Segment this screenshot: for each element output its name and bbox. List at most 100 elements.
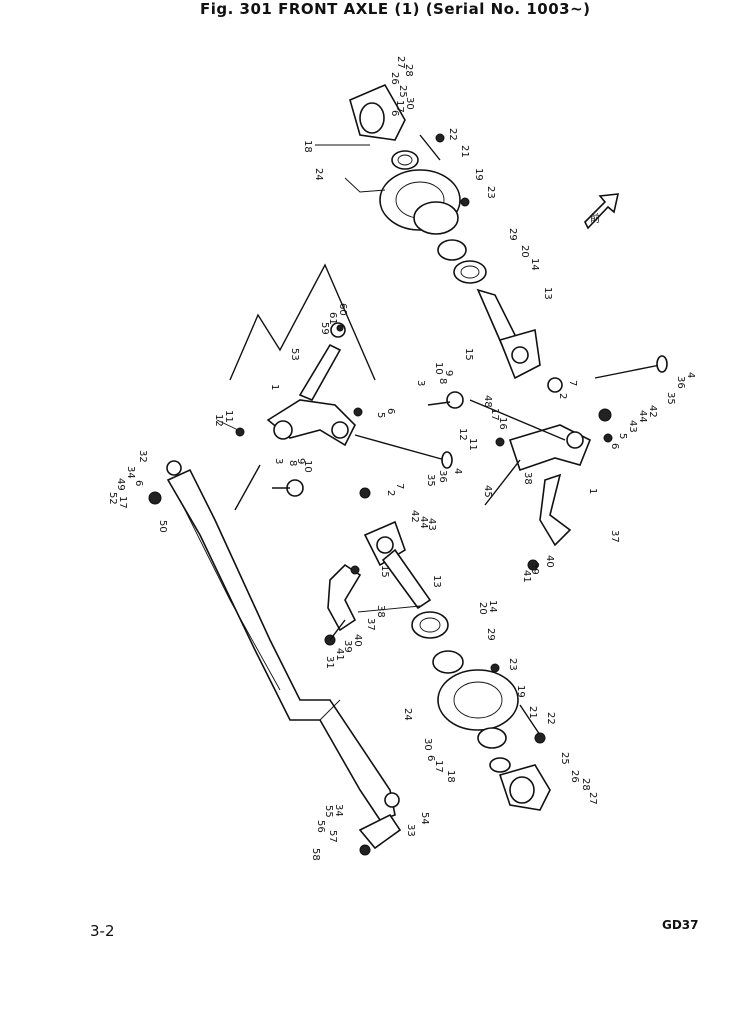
svg-text:28: 28	[403, 64, 414, 77]
svg-text:24: 24	[402, 708, 413, 721]
svg-text:8: 8	[287, 460, 298, 466]
rh-hub-assembly	[349, 83, 541, 380]
lh-hub-assembly	[411, 611, 551, 811]
svg-text:19: 19	[515, 685, 526, 698]
svg-text:60: 60	[337, 303, 348, 316]
svg-text:44: 44	[637, 410, 648, 423]
svg-text:45: 45	[482, 485, 493, 498]
svg-text:20: 20	[477, 602, 488, 615]
svg-text:53: 53	[289, 348, 300, 361]
svg-text:21: 21	[527, 706, 538, 719]
svg-text:42: 42	[409, 510, 420, 523]
svg-text:32: 32	[137, 450, 148, 463]
svg-text:50: 50	[157, 520, 168, 533]
svg-text:3: 3	[415, 380, 426, 386]
svg-text:27: 27	[395, 56, 406, 69]
svg-text:22: 22	[447, 128, 458, 141]
svg-text:7: 7	[567, 380, 578, 386]
svg-text:14: 14	[529, 258, 540, 271]
svg-text:13: 13	[431, 575, 442, 588]
svg-text:27: 27	[587, 792, 598, 805]
svg-text:14: 14	[487, 600, 498, 613]
svg-text:44: 44	[418, 516, 429, 529]
svg-text:40: 40	[544, 555, 555, 568]
svg-text:41: 41	[521, 570, 532, 583]
svg-text:52: 52	[107, 492, 118, 505]
upper-kingpin-bracket	[229, 263, 376, 511]
svg-text:33: 33	[405, 824, 416, 837]
svg-text:28: 28	[580, 778, 591, 791]
svg-text:23: 23	[507, 658, 518, 671]
svg-text:19: 19	[473, 168, 484, 181]
svg-text:4: 4	[685, 372, 696, 378]
svg-text:11: 11	[223, 410, 234, 423]
svg-text:11: 11	[467, 438, 478, 451]
svg-text:54: 54	[419, 812, 430, 825]
svg-text:2: 2	[385, 490, 396, 496]
svg-text:34: 34	[125, 466, 136, 479]
svg-text:1: 1	[269, 384, 280, 390]
svg-text:5: 5	[375, 412, 386, 418]
svg-text:25: 25	[559, 752, 570, 765]
svg-text:17: 17	[394, 100, 405, 113]
page-number: 3-2	[90, 922, 115, 940]
svg-text:15: 15	[463, 348, 474, 361]
svg-text:57: 57	[327, 830, 338, 843]
svg-text:2: 2	[557, 393, 568, 399]
drawing-code: GD37	[662, 918, 699, 932]
figure-title: Fig. 301 FRONT AXLE (1) (Serial No. 1003…	[200, 0, 591, 18]
svg-text:30: 30	[422, 738, 433, 751]
svg-text:6: 6	[389, 110, 400, 116]
svg-text:48: 48	[482, 395, 493, 408]
svg-text:17: 17	[433, 760, 444, 773]
svg-text:3: 3	[273, 458, 284, 464]
svg-text:4: 4	[452, 468, 463, 474]
svg-text:13: 13	[542, 287, 553, 300]
callout-labels: 27 28 26 25 30 17 6 22 21 18 19 24 23 29…	[107, 56, 696, 861]
svg-text:29: 29	[507, 228, 518, 241]
svg-text:12: 12	[213, 414, 224, 427]
svg-text:7: 7	[394, 483, 405, 489]
svg-text:24: 24	[313, 168, 324, 181]
steering-arms	[235, 355, 668, 571]
svg-text:15: 15	[379, 565, 390, 578]
tie-rod-end-upper	[298, 322, 346, 402]
svg-text:25: 25	[397, 85, 408, 98]
svg-text:49: 49	[115, 478, 126, 491]
svg-text:23: 23	[485, 186, 496, 199]
svg-text:37: 37	[365, 618, 376, 631]
svg-text:55: 55	[323, 805, 334, 818]
svg-text:9: 9	[295, 458, 306, 464]
lh-knuckle-assembly	[324, 520, 432, 646]
svg-text:17: 17	[117, 496, 128, 509]
svg-text:16: 16	[497, 417, 508, 430]
svg-text:26: 26	[389, 72, 400, 85]
svg-text:5: 5	[617, 433, 628, 439]
svg-text:38: 38	[522, 472, 533, 485]
svg-text:1: 1	[587, 488, 598, 494]
svg-text:36: 36	[437, 470, 448, 483]
svg-text:30: 30	[404, 97, 415, 110]
svg-text:22: 22	[545, 712, 556, 725]
svg-text:43: 43	[426, 518, 437, 531]
svg-text:26: 26	[569, 770, 580, 783]
svg-text:10: 10	[433, 362, 444, 375]
svg-text:58: 58	[310, 848, 321, 861]
svg-text:18: 18	[445, 770, 456, 783]
svg-text:56: 56	[315, 820, 326, 833]
svg-text:9: 9	[443, 370, 454, 376]
svg-text:38: 38	[375, 605, 386, 618]
svg-text:18: 18	[302, 140, 313, 153]
front-direction-arrow-icon: 前	[584, 193, 620, 230]
svg-text:12: 12	[457, 428, 468, 441]
svg-text:36: 36	[675, 376, 686, 389]
svg-text:39: 39	[342, 640, 353, 653]
svg-text:8: 8	[437, 378, 448, 384]
svg-text:10: 10	[302, 460, 313, 473]
svg-text:34: 34	[333, 804, 344, 817]
svg-text:35: 35	[665, 392, 676, 405]
axle-beam	[166, 468, 396, 821]
svg-text:31: 31	[324, 656, 335, 669]
svg-text:37: 37	[609, 530, 620, 543]
